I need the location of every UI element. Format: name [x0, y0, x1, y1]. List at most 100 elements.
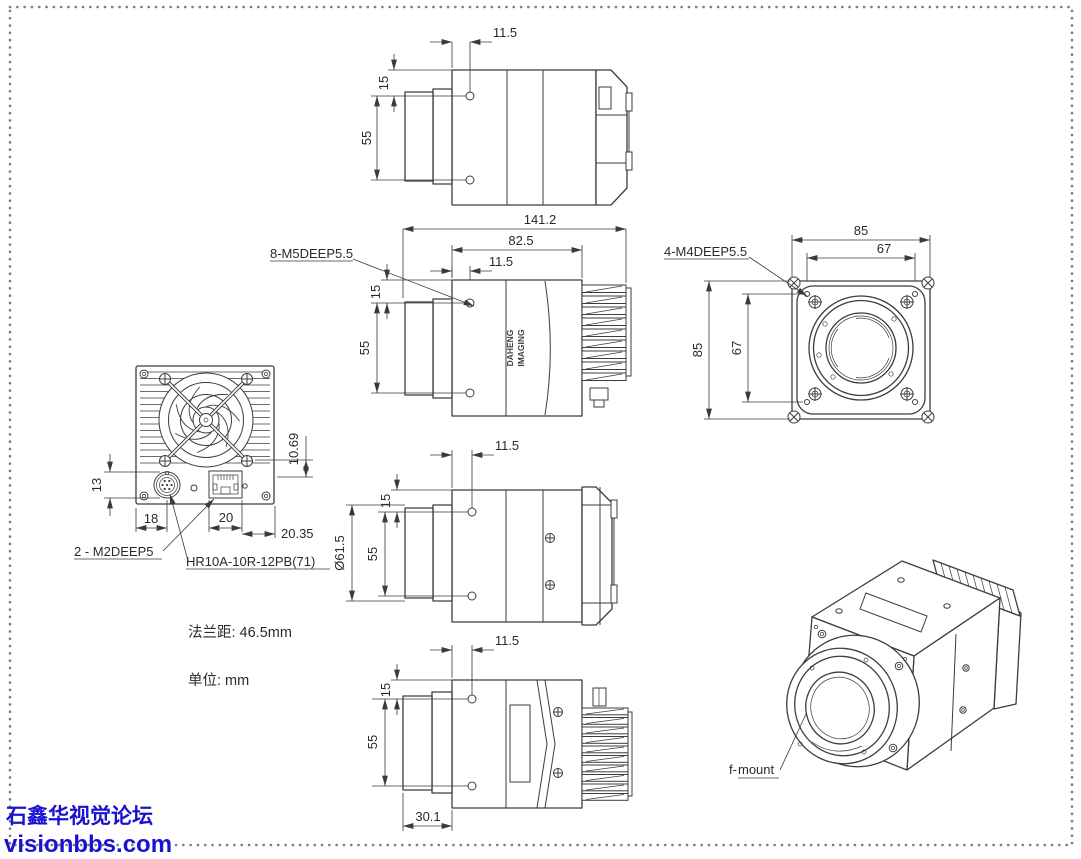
- heatsink-fins: [581, 687, 633, 801]
- thread-callout: 2 - M2DEEP5: [74, 498, 215, 560]
- view-right-side: 11.5 15 55 Ø61.5: [332, 438, 618, 626]
- screw-hole: [467, 507, 477, 517]
- flange-distance-note: 法兰距: 46.5mm: [188, 624, 292, 641]
- lens-mount: [808, 295, 914, 401]
- lens-barrel: [432, 504, 453, 602]
- dim-flange: 15: [372, 664, 468, 715]
- screw-hole: [465, 388, 475, 398]
- lens-barrel: [432, 88, 453, 185]
- dim-rj45-width: 20: [208, 500, 243, 532]
- mount-label: mount: [738, 762, 775, 777]
- heatsink-fins: [581, 284, 632, 408]
- view-top-side: 11.5 15 55: [359, 25, 633, 206]
- svg-text:IMAGING: IMAGING: [516, 329, 526, 367]
- connector-callout: HR10A-10R-12PB(71): [169, 493, 330, 570]
- dim-text: 10.69: [286, 433, 301, 466]
- dim-text: 55: [359, 131, 374, 145]
- dim-text: 15: [378, 683, 393, 697]
- screw-hole: [467, 694, 477, 704]
- view-bottom-side: 11.5 15 55 30.1: [365, 633, 633, 831]
- dim-width: 85: [791, 223, 931, 279]
- fan: [158, 372, 254, 468]
- screw-hole: [465, 91, 475, 101]
- body-screws: [545, 533, 555, 590]
- pin-hole: [912, 291, 918, 297]
- hirose-connector: [153, 471, 181, 499]
- rj45-port: [208, 470, 243, 499]
- dim-text: 30.1: [415, 809, 440, 824]
- thread-label: 4-M4DEEP5.5: [664, 244, 747, 259]
- connector-label: HR10A-10R-12PB(71): [186, 554, 315, 569]
- dim-flange: 15: [368, 264, 466, 319]
- dim-text: 67: [729, 341, 744, 355]
- dim-text: 11.5: [495, 633, 519, 648]
- dim-text: 15: [378, 494, 393, 508]
- dotted-border: [8, 5, 1074, 847]
- dim-text: 55: [365, 735, 380, 749]
- dim-text: 13: [89, 478, 104, 492]
- dim-text: 55: [365, 547, 380, 561]
- dim-text: 18: [144, 511, 158, 526]
- dim-flange: 15: [371, 54, 466, 112]
- dim-offset: 11.5: [430, 25, 517, 92]
- dim-lens-diameter: Ø61.5: [332, 504, 405, 602]
- mount-label-prefix: f-: [729, 762, 737, 777]
- view-front: 85 67: [664, 223, 935, 424]
- dim-text: 141.2: [524, 212, 557, 227]
- body-screws: [553, 707, 563, 778]
- pin-hole: [190, 484, 198, 492]
- dim-rj45-offset: 10.69: [255, 433, 313, 478]
- lens-barrel: [431, 691, 453, 794]
- notes: 法兰距: 46.5mm 单位: mm: [188, 624, 292, 689]
- dim-body: 82.5: [451, 233, 583, 278]
- dim-front-width: 30.1: [402, 793, 453, 831]
- mount-plate: [796, 285, 926, 415]
- rear-block: [581, 486, 613, 626]
- thread-label: 8-M5DEEP5.5: [270, 246, 353, 261]
- unit-note: 单位: mm: [188, 672, 249, 689]
- lens-barrel: [432, 298, 453, 399]
- dim-text: 11.5: [495, 438, 519, 453]
- corner-holes: [139, 369, 271, 501]
- dim-text: 85: [690, 343, 705, 357]
- dim-text: 11.5: [489, 254, 513, 269]
- svg-text:DAHENG: DAHENG: [505, 329, 515, 366]
- pin-hole: [242, 483, 248, 489]
- dim-text: Ø61.5: [332, 535, 347, 570]
- mount-callout: f- mount: [729, 713, 807, 779]
- nameplate: [509, 704, 531, 783]
- fan-guard-screws: [159, 373, 253, 467]
- dim-edge: 20.35: [242, 506, 314, 541]
- dim-text: 20.35: [281, 526, 314, 541]
- mount-screws: [808, 295, 914, 401]
- dim-offset: 11.5: [430, 633, 519, 695]
- screw-hole: [467, 781, 477, 791]
- dim-height: 85: [690, 280, 790, 420]
- dim-text: 20: [219, 510, 233, 525]
- dim-connector-offset: 13: [89, 454, 160, 516]
- pin-hole: [804, 399, 810, 405]
- dim-text: 11.5: [493, 25, 517, 40]
- watermark-url: visionbbs.com: [4, 831, 172, 858]
- view-left-side: 141.2 82.5 11.5 DAHENG IMAGING: [270, 212, 632, 417]
- dim-lens: 55: [365, 512, 468, 597]
- pin-hole: [912, 399, 918, 405]
- dim-connector-x: 18: [135, 500, 168, 532]
- dim-lens: 55: [365, 699, 468, 787]
- dim-text: 82.5: [508, 233, 533, 248]
- thread-callout: 8-M5DEEP5.5: [270, 246, 475, 307]
- dim-text: 67: [877, 241, 891, 256]
- daheng-logo: DAHENG IMAGING: [505, 329, 526, 367]
- dim-lens: 55: [357, 303, 466, 394]
- dim-offset: 11.5: [430, 438, 519, 508]
- watermark-title: 石鑫华视觉论坛: [5, 804, 153, 828]
- dim-text: 55: [357, 341, 372, 355]
- lens-mount: [786, 634, 920, 768]
- dim-mount-height: 67: [729, 293, 803, 403]
- dim-text: 15: [368, 285, 383, 299]
- camera-body: [451, 69, 597, 206]
- view-rear: 13 18 20 20.35 10.69 2 - M2DEEP: [74, 365, 330, 570]
- front-face-screws: [814, 625, 907, 753]
- dim-text: 15: [376, 76, 391, 90]
